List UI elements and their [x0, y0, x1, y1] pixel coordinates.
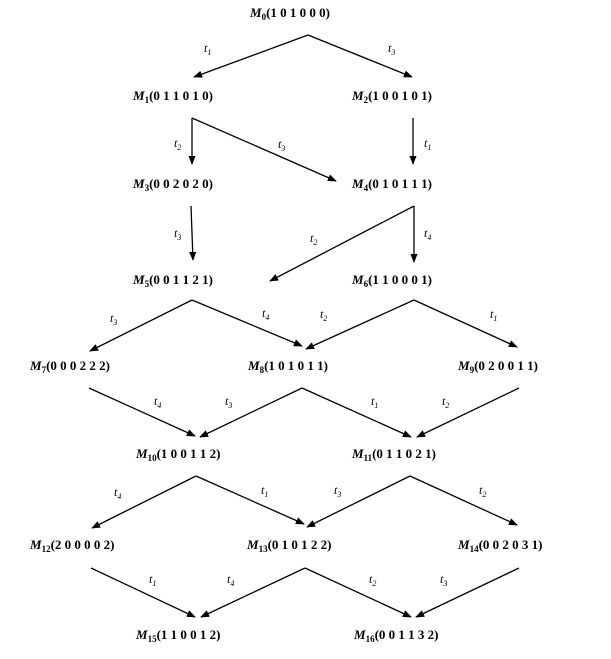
edge-m10-m12	[91, 475, 197, 529]
node-m1: M1(0 1 1 0 1 0)	[132, 88, 213, 105]
edge-m0-m1	[193, 34, 309, 78]
edge-m6-m8	[305, 299, 415, 350]
edge-m13-m16	[304, 567, 412, 618]
edge-m5-m7	[89, 299, 193, 352]
node-m14: M14(0 0 2 0 3 1)	[457, 537, 542, 554]
edge-m8-m10	[199, 387, 303, 438]
node-m2: M2(1 0 0 1 0 1)	[351, 88, 432, 105]
transition-label-m0-m1: t1	[204, 41, 211, 57]
node-m16: M16(0 0 1 1 3 2)	[353, 627, 438, 644]
transition-label-m5-m8: t4	[262, 306, 269, 322]
transition-label-m12-m15: t1	[149, 572, 156, 588]
transition-label-m7-m10: t4	[154, 394, 161, 410]
node-m3: M3(0 0 2 0 2 0)	[132, 176, 213, 193]
edge-m10-m13	[195, 475, 305, 525]
nodes: M0(1 0 1 0 0 0) M1(0 1 1 0 1 0) M2(1 0 0 1…	[29, 5, 542, 644]
node-m15: M15(1 1 0 0 1 2)	[135, 627, 220, 644]
transition-label-m10-m12: t4	[114, 485, 121, 501]
edge-m5-m8	[191, 299, 303, 347]
transition-label-m13-m16: t2	[369, 572, 376, 588]
node-m12: M12(2 0 0 0 0 2)	[29, 537, 114, 554]
transition-label-m4-m6: t4	[424, 226, 431, 242]
edge-m7-m10	[88, 387, 196, 437]
edge-m13-m15	[200, 567, 306, 618]
transition-label-m5-m7: t3	[110, 311, 117, 327]
node-m9: M9(0 2 0 0 1 1)	[457, 358, 538, 375]
node-m13: M13(0 1 0 1 2 2)	[246, 537, 331, 554]
transition-label-m2-m4: t1	[424, 136, 431, 152]
edge-m4-m5	[269, 205, 415, 282]
transition-label-m6-m9: t1	[490, 307, 497, 323]
transition-label-m1-m4: t3	[278, 137, 285, 153]
transition-label-m10-m13: t1	[261, 483, 268, 499]
edge-m11-m13	[306, 475, 411, 528]
transition-label-m11-m13: t3	[334, 483, 341, 499]
node-m8: M8(1 0 1 0 1 1)	[247, 358, 328, 375]
transition-label-m8-m11: t1	[371, 394, 378, 410]
transition-label-m11-m14: t2	[479, 483, 486, 499]
node-m11: M11(0 1 1 0 2 1)	[351, 446, 436, 463]
node-m6: M6(1 1 0 0 0 1)	[351, 272, 432, 289]
transition-label-m8-m10: t3	[225, 394, 232, 410]
transition-label-m9-m11: t2	[442, 394, 449, 410]
transition-label-m3-m5: t3	[174, 226, 181, 242]
transition-label-m0-m2: t3	[388, 41, 395, 57]
edge-m6-m9	[413, 299, 518, 348]
edge-m1-m4	[191, 117, 337, 182]
edge-m14-m16	[415, 567, 520, 618]
edge-m3-m5	[189, 205, 197, 261]
edges: t1 t3 t2 t3 t1 t3 t2 t4 t3 t4 t2 t1 t4 t3 t1 t2 t4 t1 t3 t2…	[88, 34, 520, 618]
edge-m12-m15	[90, 567, 196, 618]
node-m10: M10(1 0 0 1 1 2)	[135, 446, 220, 463]
edge-m9-m11	[416, 387, 520, 438]
transition-label-m14-m16: t3	[440, 572, 447, 588]
edge-m8-m11	[301, 387, 412, 438]
edge-m0-m2	[307, 34, 413, 78]
node-m7: M7(0 0 0 2 2 2)	[29, 358, 110, 375]
node-m5: M5(0 0 1 1 2 1)	[132, 272, 213, 289]
transition-label-m4-m5: t2	[310, 231, 317, 247]
transition-label-m13-m15: t4	[227, 572, 234, 588]
transition-label-m1-m3: t2	[174, 136, 181, 152]
edge-m11-m14	[409, 475, 518, 526]
transition-label-m6-m8: t2	[320, 307, 327, 323]
node-m4: M4(0 1 0 1 1 1)	[351, 176, 432, 193]
node-m0: M0(1 0 1 0 0 0)	[249, 5, 330, 22]
